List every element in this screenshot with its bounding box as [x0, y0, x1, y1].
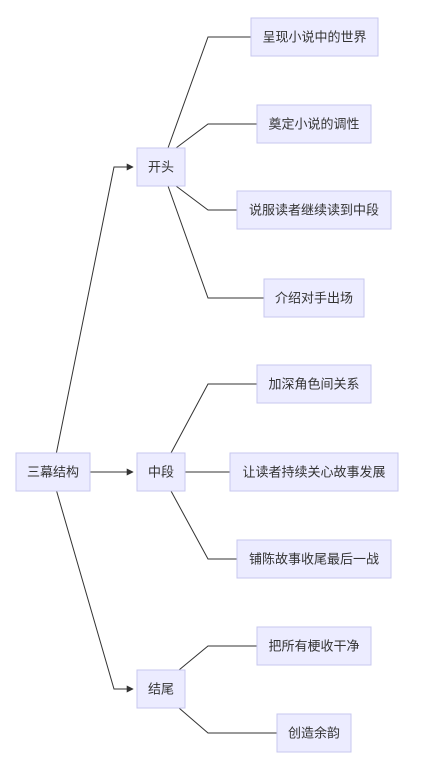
node-a3-2: 创造余韵: [276, 713, 352, 753]
node-a1-4-label: 介绍对手出场: [275, 292, 353, 307]
node-root-label: 三幕结构: [27, 466, 79, 481]
edge-act1-a1-4: [167, 185, 264, 299]
node-act3: 结尾: [136, 669, 186, 709]
edge-act2-a2-3: [170, 490, 237, 560]
node-act3-label: 结尾: [148, 683, 174, 698]
node-a1-4: 介绍对手出场: [263, 278, 365, 318]
node-act2-label: 中段: [148, 466, 174, 481]
edge-act1-a1-2: [175, 123, 257, 149]
node-a3-1-label: 把所有梗收干净: [268, 640, 359, 655]
node-act1: 开头: [136, 147, 186, 187]
node-a2-2-label: 让读者持续关心故事发展: [242, 465, 385, 481]
node-a3-2-label: 创造余韵: [288, 726, 340, 742]
node-a2-3: 铺陈故事收尾最后一战: [236, 539, 392, 579]
node-a1-1-label: 呈现小说中的世界: [262, 30, 366, 46]
node-a2-1-label: 加深角色间关系: [268, 377, 359, 393]
node-a1-1: 呈现小说中的世界: [250, 17, 379, 57]
node-a2-2: 让读者持续关心故事发展: [229, 452, 399, 492]
edge-root-act1: [55, 163, 134, 456]
node-a1-3-label: 说服读者继续读到中段: [249, 204, 379, 219]
node-a3-1: 把所有梗收干净: [256, 626, 372, 666]
edge-act2-a2-1: [170, 383, 257, 454]
edge-act3-a3-2: [178, 707, 277, 734]
edge-act1-a1-1: [167, 36, 251, 149]
edge-act1-a1-3: [175, 185, 237, 211]
node-a1-2-label: 奠定小说的调性: [268, 117, 359, 133]
edge-root-act3: [55, 488, 134, 693]
node-a1-3: 说服读者继续读到中段: [236, 190, 392, 230]
node-a2-3-label: 铺陈故事收尾最后一战: [249, 552, 379, 568]
node-act1-label: 开头: [148, 161, 174, 176]
node-root: 三幕结构: [15, 452, 91, 492]
node-a2-1: 加深角色间关系: [256, 364, 372, 404]
edge-act3-a3-1: [178, 645, 257, 671]
node-act2: 中段: [136, 452, 186, 492]
node-a1-2: 奠定小说的调性: [256, 104, 372, 144]
